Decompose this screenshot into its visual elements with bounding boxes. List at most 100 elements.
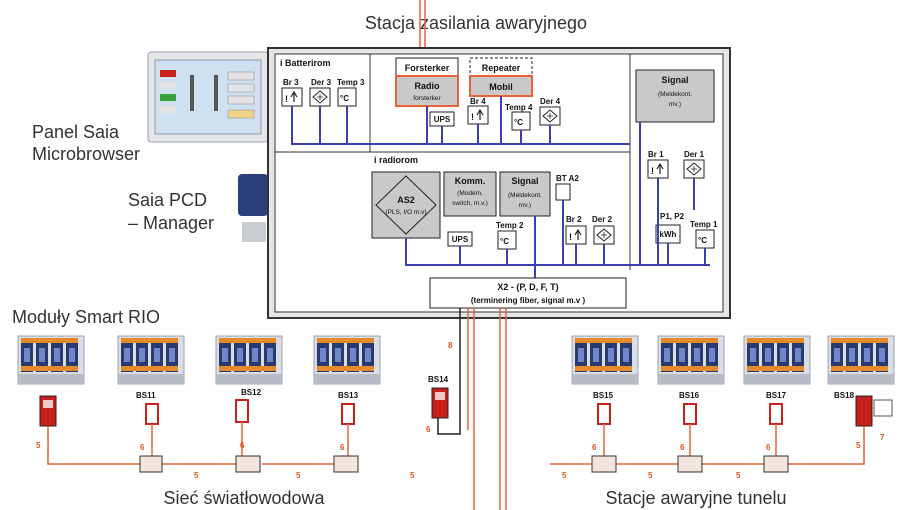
splice-box	[764, 456, 788, 472]
rio-module	[572, 336, 638, 384]
bs16-label: BS16	[679, 391, 700, 400]
rio-module	[828, 336, 894, 384]
fiber-number: 6	[240, 441, 245, 450]
x2-sublabel: (terminering fiber, signal m.v )	[471, 296, 586, 305]
splice-box	[140, 456, 162, 472]
temp2-unit: °C	[500, 237, 509, 246]
emergency-station-bs15	[598, 404, 610, 424]
emergency-station-bs16	[684, 404, 696, 424]
rio-module	[18, 336, 84, 384]
bs14-label: BS14	[428, 375, 449, 384]
temp4-unit: °C	[514, 118, 523, 127]
der4-label: Der 4	[540, 97, 561, 106]
signal-mid-sub1: (Meldekont.	[508, 192, 542, 199]
emergency-station-bs18	[856, 396, 892, 426]
fiber-number: 5	[194, 471, 199, 480]
rio-module	[314, 336, 380, 384]
label-batterirom: i Batterirom	[280, 58, 331, 68]
as2-label: AS2	[397, 195, 415, 205]
bta2-label: BT A2	[556, 174, 579, 183]
fiber-number: 6	[426, 425, 431, 434]
der2-label: Der 2	[592, 215, 613, 224]
der1-label: Der 1	[684, 150, 705, 159]
temp2-label: Temp 2	[496, 221, 524, 230]
label-radiorom: i radiorom	[374, 155, 418, 165]
ups2-label: UPS	[452, 235, 469, 244]
signal-mid-sub2: mv.)	[519, 202, 531, 209]
caption-panel-line1: Panel Saia	[32, 122, 120, 142]
bs18-label: BS18	[834, 391, 855, 400]
caption-smart-rio-modules: Moduły Smart RIO	[12, 307, 160, 327]
br3-detector-icon	[282, 88, 302, 106]
kwh-label: kWh	[660, 230, 677, 239]
radio-sublabel: forsterker	[413, 95, 441, 102]
br2-detector-icon	[566, 226, 586, 244]
temp4-label: Temp 4	[505, 103, 533, 112]
caption-pcd-line1: Saia PCD	[128, 190, 207, 210]
br4-label: Br 4	[470, 97, 486, 106]
fiber-number: 5	[36, 441, 41, 450]
fiber-number: 6	[340, 443, 345, 452]
signal-top-label: Signal	[661, 75, 688, 85]
x2-label: X2 - (P, D, F, T)	[497, 282, 558, 292]
fiber-number: 5	[736, 471, 741, 480]
komm-sub1: (Modem,	[457, 190, 483, 197]
bta2-phone-icon	[556, 184, 570, 200]
signal-mid-label: Signal	[511, 176, 538, 186]
caption-pcd-line2: – Manager	[128, 213, 214, 233]
br1-detector-icon	[648, 160, 668, 178]
emergency-station-bs11	[146, 404, 158, 424]
bs15-label: BS15	[593, 391, 614, 400]
temp1-label: Temp 1	[690, 220, 718, 229]
fiber-number: 5	[856, 441, 861, 450]
radio-label: Radio	[414, 81, 440, 91]
fiber-number: 5	[296, 471, 301, 480]
fiber-number: 5	[562, 471, 567, 480]
forsterker-label: Forsterker	[405, 63, 450, 73]
fiber-number: 5	[410, 471, 415, 480]
komm-label: Komm.	[455, 176, 486, 186]
der3-sensor-icon	[310, 88, 330, 106]
as2-sublabel: (PLS, I/O m.v)	[385, 209, 426, 216]
fiber-number: 6	[680, 443, 685, 452]
p1p2-label: P1, P2	[660, 212, 685, 221]
fiber-number: 5	[648, 471, 653, 480]
panel-microbrowser-image	[148, 52, 268, 142]
emergency-station-bs12	[236, 400, 248, 422]
fiber-number: 6	[140, 443, 145, 452]
rio-module	[216, 336, 282, 384]
splice-box	[334, 456, 358, 472]
temp1-unit: °C	[698, 236, 707, 245]
temp3-label: Temp 3	[337, 78, 365, 87]
der2-sensor-icon	[594, 226, 614, 244]
signal-top-sub2: mv.)	[669, 101, 681, 108]
der1-sensor-icon	[684, 160, 704, 178]
der4-sensor-icon	[540, 107, 560, 125]
emergency-station-bs13	[342, 404, 354, 424]
rio-module	[658, 336, 724, 384]
ups1-label: UPS	[434, 115, 451, 124]
br1-label: Br 1	[648, 150, 664, 159]
br2-label: Br 2	[566, 215, 582, 224]
splice-box	[678, 456, 702, 472]
fiber-number: 7	[880, 433, 885, 442]
bs11-label: BS11	[136, 391, 156, 400]
komm-sub2: switch, m.v.)	[452, 200, 488, 207]
mobil-label: Mobil	[489, 82, 513, 92]
caption-emergency-power-station: Stacja zasilania awaryjnego	[365, 13, 587, 33]
signal-top-sub1: (Meldekont.	[658, 91, 692, 98]
fiber-number: 6	[592, 443, 597, 452]
splice-box	[236, 456, 260, 472]
emergency-station-bs17	[770, 404, 782, 424]
rio-module	[744, 336, 810, 384]
rio-module	[118, 336, 184, 384]
emergency-station-bs10	[40, 396, 56, 426]
emergency-station-bs14	[432, 388, 448, 418]
caption-fiber-network: Sieć światłowodowa	[163, 488, 325, 508]
fiber-number: 8	[448, 341, 453, 350]
temp3-unit: °C	[340, 94, 349, 103]
caption-tunnel-stations: Stacje awaryjne tunelu	[605, 488, 786, 508]
br4-detector-icon	[468, 106, 488, 124]
fiber-number: 6	[766, 443, 771, 452]
